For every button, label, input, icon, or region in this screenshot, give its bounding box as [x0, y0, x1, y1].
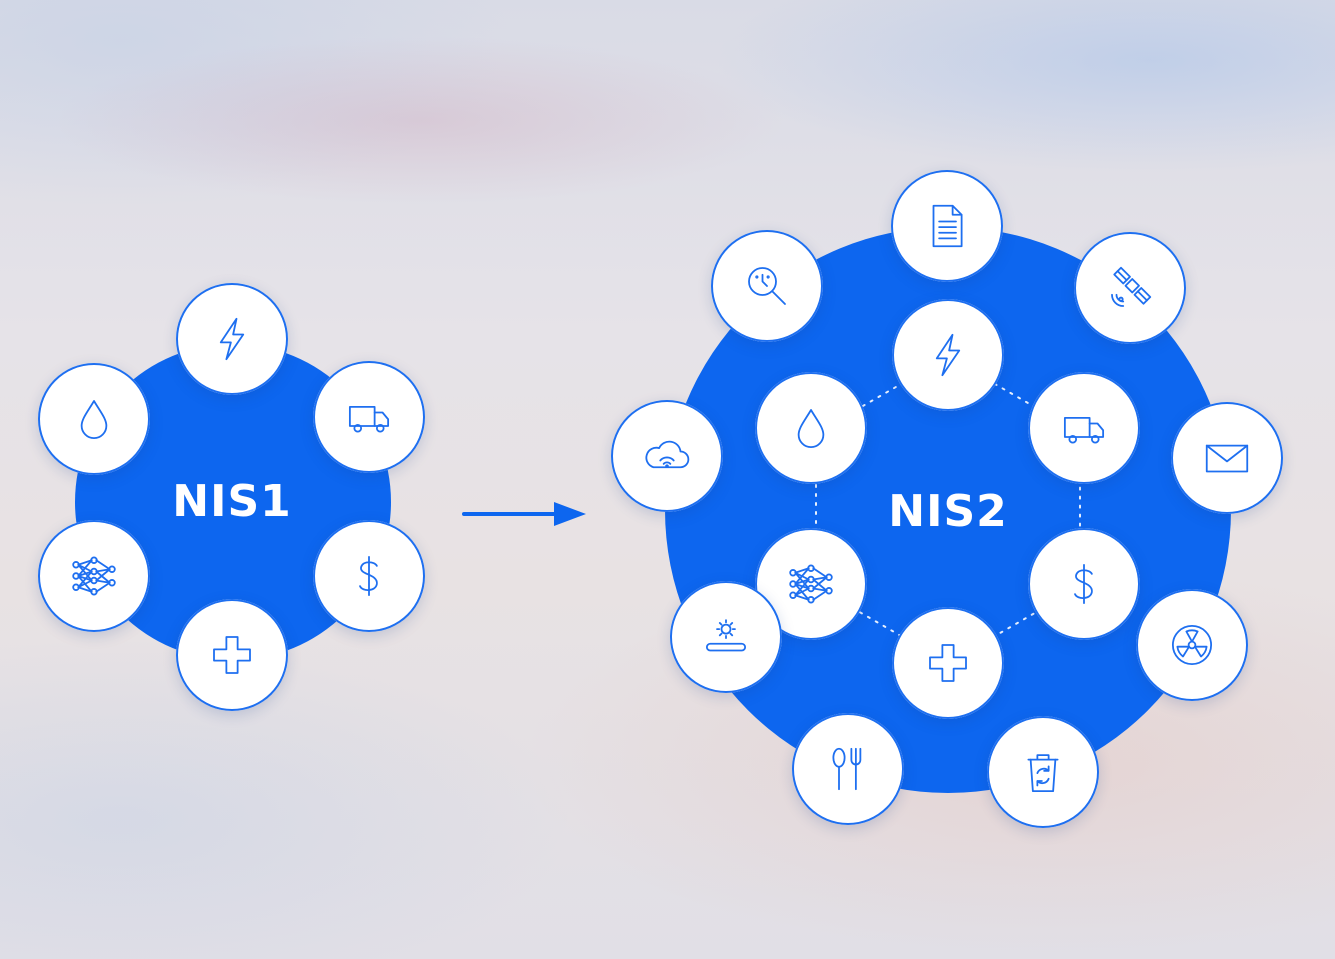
energy-icon — [935, 333, 961, 377]
arrow-right-icon — [462, 502, 586, 526]
satellite-icon — [1111, 266, 1152, 307]
nis1-digital-infrastructure-node — [38, 520, 150, 632]
dollar-icon — [1074, 563, 1093, 605]
neural-network-icon — [789, 564, 833, 604]
nis2-chemicals-node — [1136, 589, 1248, 701]
nis2-public-administration-node — [891, 170, 1003, 282]
cloud-wifi-icon — [645, 440, 690, 469]
nis1-health-node — [176, 599, 288, 711]
neural-network-icon — [72, 556, 116, 596]
food-icon — [832, 747, 862, 791]
search-analytics-icon — [748, 267, 786, 305]
health-cross-icon — [213, 636, 251, 674]
nis2-postal-node — [1171, 402, 1283, 514]
nis2-water-node — [755, 372, 867, 484]
nis2-digital-providers-node — [611, 400, 723, 512]
nis2-health-node — [892, 607, 1004, 719]
truck-icon — [348, 405, 390, 433]
radiation-icon — [1171, 624, 1213, 666]
water-drop-icon — [797, 409, 825, 449]
document-icon — [932, 204, 963, 248]
nis2-energy-node — [892, 299, 1004, 411]
manufacturing-icon — [706, 619, 746, 652]
nis2-transport-node — [1028, 372, 1140, 484]
nis2-finance-node — [1028, 528, 1140, 640]
nis1-finance-node — [313, 520, 425, 632]
nis1-label: NIS1 — [172, 476, 292, 527]
energy-icon — [219, 317, 245, 361]
nis2-label: NIS2 — [888, 486, 1008, 537]
recycle-bin-icon — [1027, 754, 1059, 793]
nis2-research-node — [711, 230, 823, 342]
health-cross-icon — [929, 644, 967, 682]
mail-icon — [1205, 444, 1249, 473]
nis2-waste-management-node — [987, 716, 1099, 828]
nis2-space-node — [1074, 232, 1186, 344]
nis2-manufacturing-node — [670, 581, 782, 693]
nis1-energy-node — [176, 283, 288, 395]
nis2-food-node — [792, 713, 904, 825]
dollar-icon — [359, 555, 378, 597]
water-drop-icon — [80, 400, 108, 440]
nis1-water-node — [38, 363, 150, 475]
nis1-transport-node — [313, 361, 425, 473]
truck-icon — [1063, 416, 1105, 444]
